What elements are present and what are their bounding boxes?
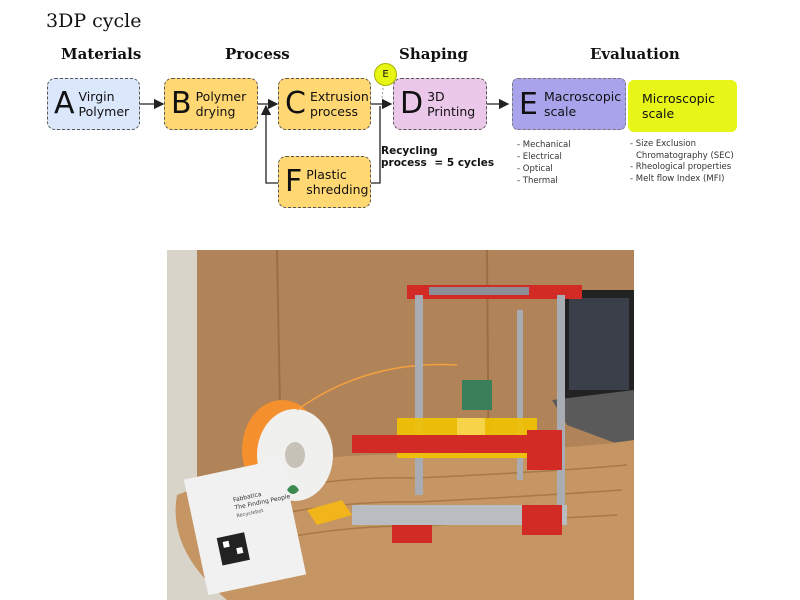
arrow-f-to-c bbox=[260, 104, 278, 184]
box-d-line2: Printing bbox=[427, 104, 476, 119]
box-a-line1: Virgin bbox=[78, 89, 115, 104]
box-e-micro-line1: Microscopic bbox=[642, 91, 715, 106]
recycling-line2: process bbox=[381, 157, 427, 169]
printer-pillar-right bbox=[557, 295, 565, 515]
macro-item: - Thermal bbox=[517, 176, 558, 186]
stage-process: Process bbox=[225, 45, 290, 63]
yellow-part bbox=[307, 500, 352, 525]
box-f-letter: F bbox=[285, 164, 303, 199]
box-c-line1: Extrusion bbox=[309, 89, 369, 104]
e-marker: E bbox=[374, 63, 397, 86]
printer-carriage bbox=[462, 380, 492, 410]
box-b-letter: B bbox=[171, 86, 192, 121]
box-a-line2: Polymer bbox=[78, 104, 130, 119]
micro-item: - Rheological properties bbox=[630, 162, 732, 172]
card-text-3: Recyclebot bbox=[236, 508, 264, 520]
diagram-title: 3DP cycle bbox=[46, 10, 142, 32]
box-c-line2: process bbox=[309, 104, 358, 119]
box-b-line1: Polymer bbox=[195, 89, 247, 104]
printer-photo: Fabbatica The Finding People Recyclebot bbox=[167, 250, 634, 600]
box-b-line2: drying bbox=[195, 104, 236, 119]
box-c-letter: C bbox=[285, 86, 306, 121]
stage-materials: Materials bbox=[61, 45, 142, 63]
macro-item: - Mechanical bbox=[517, 140, 571, 150]
box-d-line1: 3D bbox=[427, 89, 445, 104]
box-e-macro-line2: scale bbox=[543, 104, 577, 119]
macro-property-list: - Mechanical - Electrical - Optical - Th… bbox=[517, 139, 571, 187]
stage-shaping: Shaping bbox=[399, 45, 469, 63]
box-f-line1: Plastic bbox=[306, 167, 347, 182]
recycling-line1: Recycling bbox=[381, 145, 438, 157]
card-leaf-logo bbox=[287, 485, 299, 494]
micro-property-list: - Size Exclusion Chromatography (SEC) - … bbox=[630, 139, 734, 185]
micro-item: - Size Exclusion bbox=[630, 139, 696, 149]
laptop-keyboard bbox=[552, 390, 634, 450]
macro-item: - Electrical bbox=[517, 152, 562, 162]
info-card bbox=[183, 458, 307, 596]
printer-base bbox=[352, 435, 562, 453]
box-f-line2: shredding bbox=[306, 182, 369, 197]
filament-strand bbox=[296, 363, 458, 411]
box-a-letter: A bbox=[54, 86, 75, 121]
printer-pillar-left bbox=[415, 295, 423, 495]
box-e-letter: E bbox=[519, 86, 538, 122]
card-qr-code bbox=[216, 532, 250, 566]
e-marker-pointer bbox=[381, 79, 385, 99]
micro-item: - Melt flow Index (MFI) bbox=[630, 173, 725, 184]
recycling-cycles: = 5 cycles bbox=[434, 157, 495, 169]
micro-item: Chromatography (SEC) bbox=[636, 150, 734, 161]
e-marker-label: E bbox=[382, 69, 389, 80]
printer-electronics bbox=[527, 430, 562, 470]
box-e-micro-line2: scale bbox=[642, 106, 675, 121]
box-d-letter: D bbox=[400, 86, 424, 121]
macro-item: - Optical bbox=[517, 164, 553, 174]
stage-evaluation: Evaluation bbox=[590, 45, 680, 63]
recycling-note: Recycling process = 5 cycles bbox=[381, 145, 494, 169]
box-e-macro-line1: Macroscopic bbox=[543, 89, 622, 104]
